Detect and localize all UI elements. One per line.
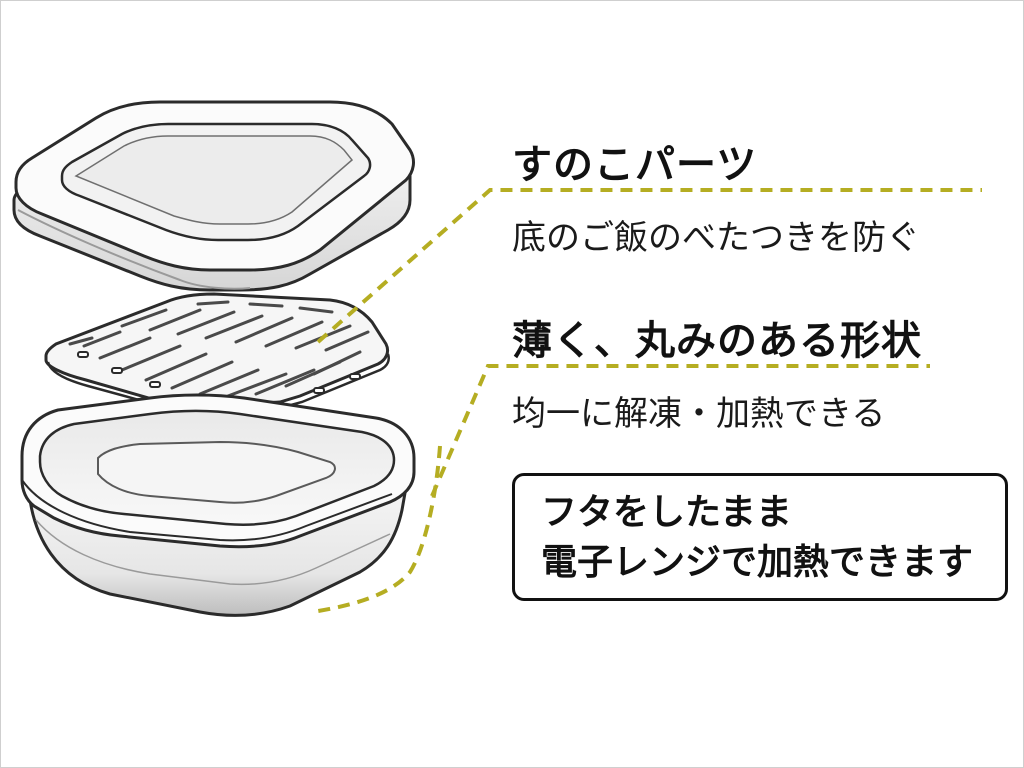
callout-description-sunoko: 底のご飯のべたつきを防ぐ — [512, 218, 920, 258]
callout-description-shape: 均一に解凍・加熱できる — [512, 394, 886, 434]
callout-heading-sunoko: すのこパーツ — [512, 142, 758, 188]
bowl-part — [20, 393, 416, 617]
sunoko-part — [44, 292, 390, 416]
lid-part — [12, 100, 415, 292]
notice-line-2: 電子レンジで加熱できます — [541, 542, 974, 583]
leader-line-bowl-curve — [311, 445, 442, 614]
microwave-notice-box: フタをしたまま 電子レンジで加熱できます — [512, 473, 1008, 601]
leader-lines — [311, 188, 982, 614]
leader-line-shape — [430, 364, 930, 497]
callout-heading-shape: 薄く、丸みのある形状 — [512, 318, 922, 364]
leader-line-sunoko — [316, 188, 982, 344]
notice-line-1: フタをしたまま — [541, 492, 792, 533]
